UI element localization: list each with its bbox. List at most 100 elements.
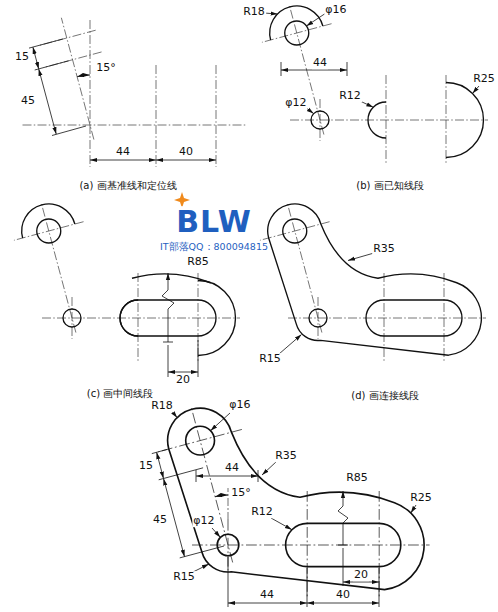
- step-caption: (a) 画基准线和定位线: [78, 181, 177, 192]
- watermark-text: IT部落QQ：800094815: [159, 242, 269, 252]
- final-dimensions-stroke: [411, 505, 416, 513]
- panel-c-dimensions: [162, 273, 198, 377]
- final-dimensions-stroke: [196, 470, 197, 482]
- dimension-label: 44: [259, 589, 275, 601]
- dimension-label: 44: [115, 146, 131, 158]
- panel-b-stroke-stroke: [262, 5, 488, 165]
- dimension-label: 15°: [95, 62, 117, 74]
- watermark-logo: BLW: [175, 206, 253, 238]
- dimension-label: R85: [186, 256, 210, 268]
- final-dimensions-stroke: [262, 461, 277, 475]
- panel-c-dimensions-stroke: [168, 372, 198, 373]
- final-dimensions-stroke: [343, 548, 344, 586]
- panel-b-stroke: [270, 6, 484, 158]
- final-dimensions-stroke: [338, 491, 348, 545]
- panel-b-dimensions: [264, 13, 479, 114]
- panel-c-dimensions-stroke: [162, 273, 174, 342]
- final-dimensions-stroke: [215, 495, 228, 497]
- panel-b: [262, 5, 488, 165]
- dimension-label: φ16: [324, 4, 347, 16]
- panel-a-dimensions-stroke: [52, 126, 86, 136]
- panel-a-dimensions-stroke: [33, 47, 39, 69]
- final-dimensions-stroke: [157, 452, 164, 478]
- final-dimensions-stroke: [228, 557, 229, 607]
- dimension-label: R18: [242, 6, 266, 18]
- dimension-label: φ12: [284, 97, 307, 109]
- final-dimensions-stroke: [338, 545, 348, 546]
- panel-a-dimensions-stroke: [35, 61, 69, 70]
- panel-c-stroke-stroke: [132, 274, 211, 283]
- panel-a-stroke: [23, 18, 248, 167]
- panel-b-stroke-stroke: [270, 6, 484, 158]
- final-dimensions-stroke: [180, 546, 224, 558]
- dimension-label: R35: [372, 243, 396, 255]
- final-dimensions-stroke: [379, 568, 380, 607]
- panel-b-dimensions-stroke: [360, 101, 373, 107]
- dimension-label: φ16: [228, 399, 251, 411]
- step-caption: (c) 画中间线段: [86, 389, 154, 400]
- dimension-label: 20: [175, 374, 191, 386]
- panel-a-dimensions-stroke: [77, 75, 90, 77]
- final-dimensions-stroke: [159, 468, 203, 480]
- panel-d-dimensions-stroke: [348, 253, 374, 261]
- panel-a-dimensions: [29, 39, 216, 160]
- panel-a-dimensions-stroke: [39, 69, 57, 134]
- final-drawing-stroke: [158, 407, 429, 599]
- final-dimensions-stroke: [228, 603, 307, 604]
- dimension-label: 40: [178, 146, 194, 158]
- panel-d-stroke-stroke: [268, 204, 482, 355]
- final-dimensions-stroke: [212, 528, 220, 537]
- panel-b-dimensions-stroke: [281, 70, 347, 71]
- panel-b-dimensions-stroke: [473, 86, 480, 94]
- dimension-label: R18: [150, 400, 174, 412]
- panel-c-dimensions-stroke: [168, 345, 169, 377]
- dimension-label: R25: [409, 492, 433, 504]
- dimension-label: R85: [345, 472, 369, 484]
- final-drawing-stroke-stroke: [168, 408, 424, 589]
- panel-d-dimensions: [279, 253, 374, 354]
- final-dimensions-stroke: [271, 518, 292, 530]
- dimension-label: R15: [172, 571, 196, 583]
- panel-c-dimensions-stroke: [198, 340, 199, 377]
- dimension-label: φ12: [192, 515, 215, 527]
- dimension-label: 45: [20, 95, 36, 107]
- final-dimensions-stroke: [211, 413, 231, 431]
- dimension-label: R12: [250, 506, 274, 518]
- dimension-label: 20: [353, 569, 369, 581]
- panel-c-dimensions-stroke: [163, 342, 173, 343]
- step-caption: (d) 画连接线段: [350, 391, 419, 402]
- final-dimensions-stroke: [258, 470, 259, 482]
- final-dimensions-stroke: [196, 476, 258, 477]
- final-dimensions-stroke: [307, 568, 308, 607]
- dimension-label: 44: [224, 462, 240, 474]
- final-dimensions-stroke: [343, 582, 379, 583]
- panel-a-dimensions-stroke: [156, 160, 216, 161]
- panel-a: [23, 18, 248, 167]
- panel-b-dimensions-stroke: [347, 62, 348, 76]
- panel-b-dimensions-stroke: [281, 62, 282, 76]
- dimension-label: R25: [472, 73, 496, 85]
- panel-d: [260, 203, 486, 363]
- final-dimensions-stroke: [307, 603, 379, 604]
- panel-a-dimensions-stroke: [90, 160, 156, 161]
- final-dimensions: [152, 410, 416, 607]
- final-drawing: [158, 407, 429, 599]
- panel-d-stroke: [268, 204, 482, 355]
- step-caption: (b) 画已知线段: [355, 181, 424, 192]
- panel-b-dimensions-stroke: [306, 13, 326, 26]
- panel-d-stroke: [260, 203, 486, 363]
- dimension-label: R15: [258, 353, 282, 365]
- dimension-label: 15: [14, 51, 30, 63]
- panel-a-stroke-stroke: [23, 18, 248, 167]
- final-drawing-stroke: [168, 408, 424, 589]
- dimension-label: 15°: [230, 487, 252, 499]
- angle-reference-line: [228, 488, 229, 520]
- dimension-label: 45: [152, 514, 168, 526]
- panel-b-stroke: [262, 5, 488, 165]
- dimension-label: R35: [274, 450, 298, 462]
- dimension-label: R12: [338, 90, 362, 102]
- final-drawing-stroke-stroke: [158, 407, 429, 599]
- dimension-label: 40: [335, 589, 351, 601]
